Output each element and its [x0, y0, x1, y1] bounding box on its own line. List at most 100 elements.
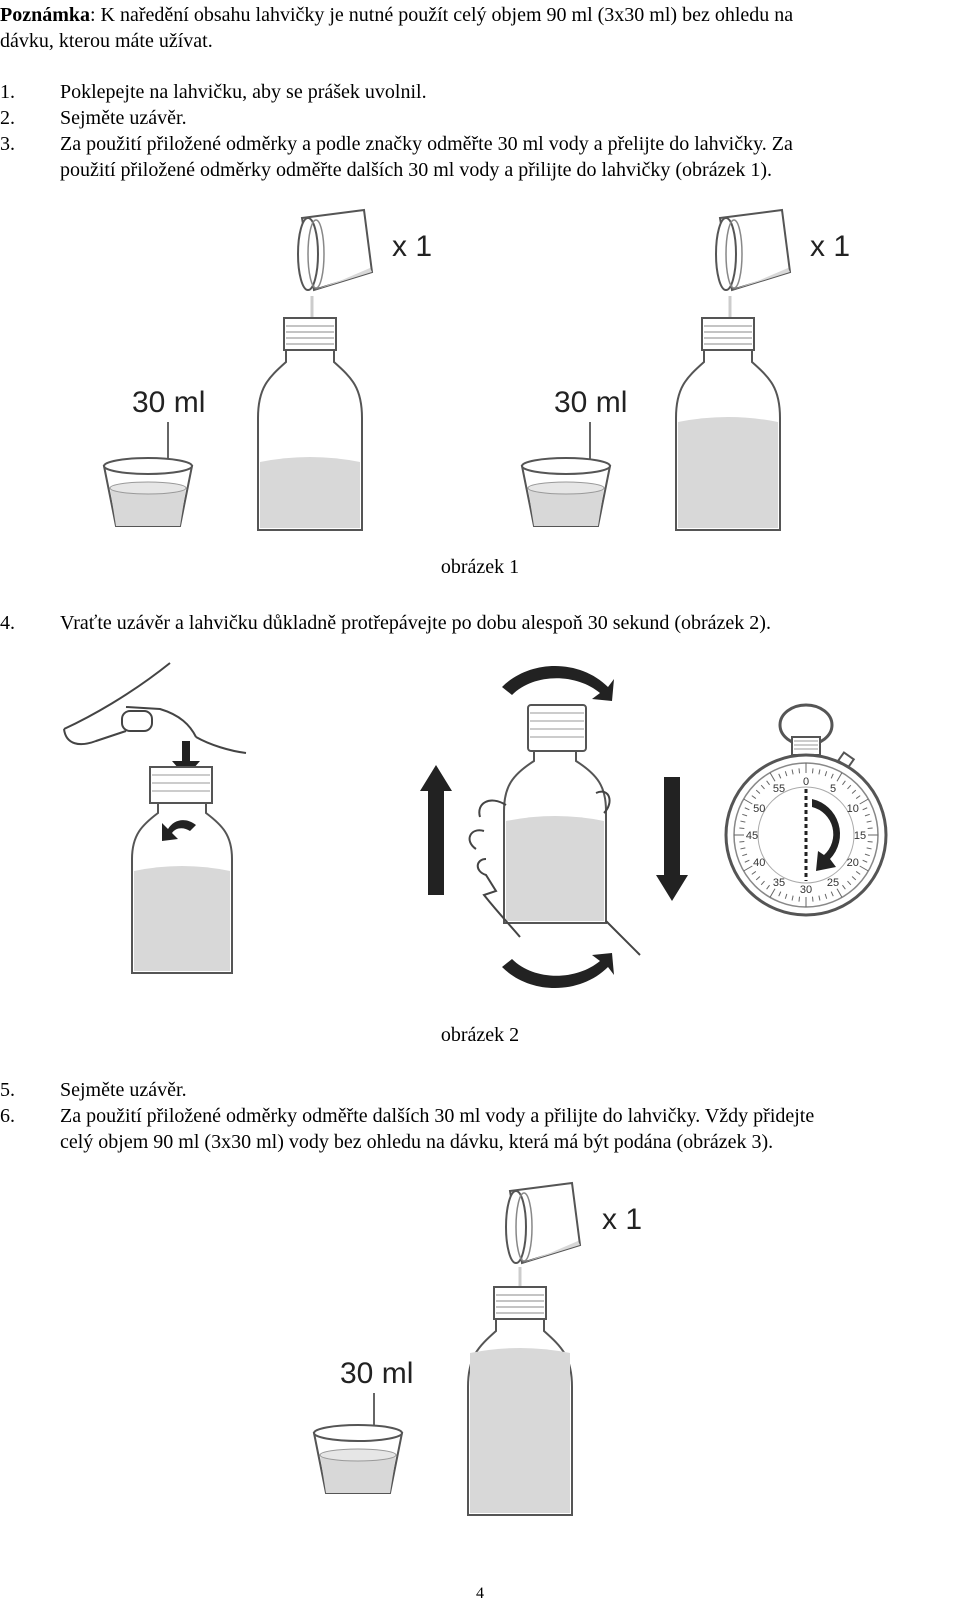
step-text: použití přiložené odměrky odměřte dalšíc… — [60, 159, 773, 181]
dial-tick — [740, 820, 746, 823]
dial-tick — [842, 780, 846, 786]
dial-tick — [778, 773, 782, 779]
dial-tick — [798, 768, 801, 774]
dial-tick — [859, 865, 869, 872]
hand-grip-icon — [468, 790, 641, 956]
arrow-down-icon — [656, 777, 688, 901]
dial-tick — [842, 884, 846, 890]
dial-tick — [836, 772, 843, 782]
step-text: Vraťte uzávěr a lahvičku důkladně protře… — [60, 612, 771, 634]
dial-label: 5 — [830, 783, 836, 795]
note-label: Poznámka — [0, 4, 90, 26]
dial-tick — [791, 769, 794, 775]
cup-volume-label: 30 ml — [554, 386, 627, 419]
dial-tick — [751, 795, 757, 799]
dial-tick — [739, 827, 745, 830]
pour-cup-icon — [297, 209, 373, 291]
step-number: 5. — [0, 1079, 15, 1101]
dial-tick — [798, 896, 801, 902]
dial-tick — [769, 772, 776, 782]
dial-label: 20 — [847, 857, 859, 869]
cup-volume-label: 30 ml — [340, 1357, 413, 1390]
dial-tick — [743, 865, 753, 872]
dial-tick — [742, 813, 748, 817]
dial-tick — [818, 769, 821, 775]
dial-tick — [769, 888, 776, 898]
figure-2-caption: obrázek 2 — [440, 1024, 520, 1046]
dial-tick — [744, 859, 750, 863]
dial-label: 0 — [803, 776, 809, 788]
dial-tick — [864, 813, 870, 817]
dial-tick — [851, 876, 857, 881]
dial-tick — [742, 853, 748, 857]
dial-tick — [855, 871, 861, 875]
dial-tick — [766, 884, 770, 890]
dial-tick — [866, 847, 872, 850]
dial-tick — [740, 847, 746, 850]
measuring-cup-icon — [103, 457, 193, 527]
dial-tick — [744, 807, 750, 811]
step-text: Za použití přiložené odměrky a podle zna… — [60, 133, 793, 155]
dial-tick — [864, 853, 870, 857]
bottle-icon — [257, 317, 363, 531]
times-label: x 1 — [392, 230, 432, 263]
dial-tick — [751, 871, 757, 875]
dial-tick — [811, 768, 814, 774]
dial-tick — [836, 888, 843, 898]
dial-tick — [862, 807, 868, 811]
dial-tick — [867, 840, 873, 843]
dial-label: 55 — [773, 783, 785, 795]
note-text-line1: : K naředění obsahu lahvičky je nutné po… — [90, 4, 794, 26]
bottle-icon — [467, 1286, 573, 1516]
note-paragraph: Poznámka: K naředění obsahu lahvičky je … — [0, 2, 793, 28]
dial-tick — [818, 895, 821, 901]
dial-tick — [755, 876, 761, 881]
dial-label: 40 — [753, 857, 765, 869]
dial-tick — [851, 789, 857, 794]
dial-tick — [862, 859, 868, 863]
note-text-line2: dávku, kterou máte užívat. — [0, 30, 213, 52]
step-number: 4. — [0, 612, 15, 634]
rotate-arrow-icon — [502, 666, 614, 701]
dial-tick — [830, 891, 834, 897]
rotate-arrow-icon — [162, 820, 196, 841]
step-6: 6. Za použití přiložené odměrky odměřte … — [0, 1103, 960, 1155]
step-text: Za použití přiložené odměrky odměřte dal… — [60, 1105, 815, 1127]
figure-1-illustration: x 1 30 ml x 1 30 ml — [103, 209, 850, 531]
pour-cup-icon — [715, 209, 791, 291]
dial-tick — [760, 880, 765, 886]
dial-label: 15 — [854, 830, 866, 842]
cup-volume-label: 30 ml — [132, 386, 205, 419]
dial-tick — [855, 795, 861, 799]
times-label: x 1 — [810, 230, 850, 263]
dial-label: 45 — [746, 830, 758, 842]
hand-press-icon — [63, 662, 247, 754]
dial-label: 10 — [847, 803, 859, 815]
dial-tick — [847, 784, 852, 790]
dial-tick — [791, 895, 794, 901]
dial-tick — [766, 780, 770, 786]
rotate-arrow-icon — [502, 953, 614, 988]
dial-tick — [739, 840, 745, 843]
step-3: 3. Za použití přiložené odměrky a podle … — [0, 131, 960, 183]
figure-1-caption: obrázek 1 — [440, 556, 520, 578]
dial-tick — [866, 820, 872, 823]
dial-label: 50 — [753, 803, 765, 815]
dial-tick — [824, 771, 828, 777]
step-text: Poklepejte na lahvičku, aby se prášek uv… — [60, 81, 427, 103]
figure-3-illustration: x 1 30 ml — [313, 1182, 642, 1516]
step-number: 2. — [0, 107, 15, 129]
dial-tick — [784, 893, 788, 899]
step-number: 6. — [0, 1105, 15, 1127]
dial-tick — [811, 896, 814, 902]
pour-cup-icon — [505, 1182, 581, 1264]
bottle-icon — [131, 766, 233, 974]
measuring-cup-icon — [521, 457, 611, 527]
times-label: x 1 — [602, 1203, 642, 1236]
bottle-icon — [675, 317, 781, 531]
dial-label: 30 — [800, 884, 812, 896]
dial-tick — [784, 771, 788, 777]
arrow-up-icon — [420, 765, 452, 895]
